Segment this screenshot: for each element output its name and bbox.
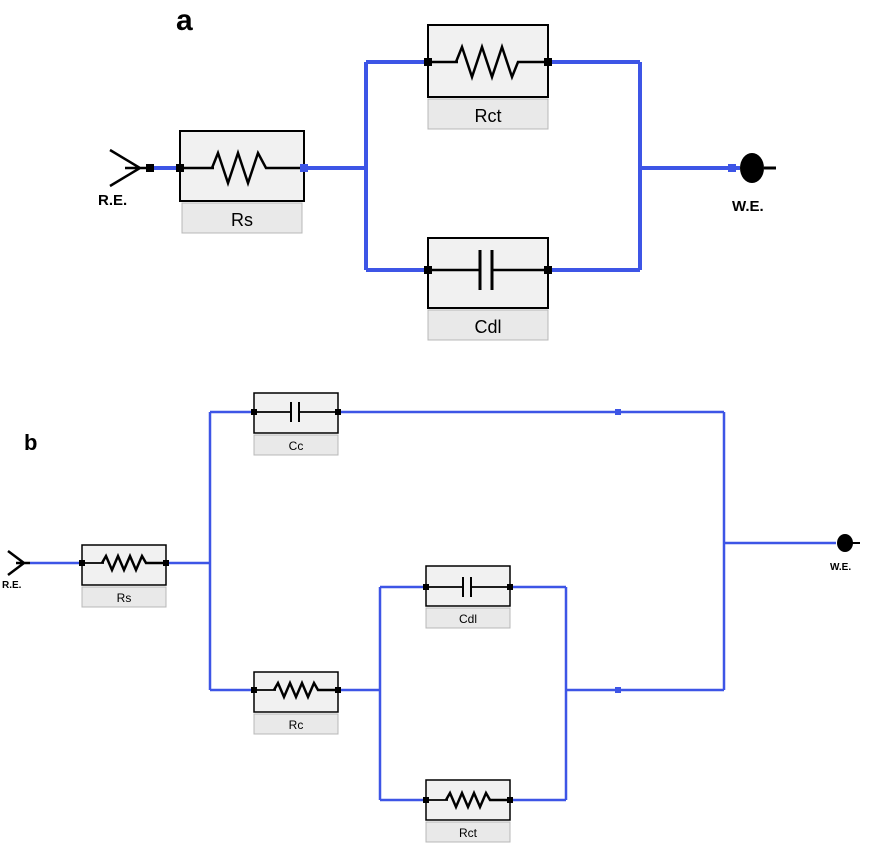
- panel-b-wires: [30, 410, 836, 802]
- panel-b-re-label: R.E.: [2, 580, 22, 591]
- panel-a-cdl-label: Cdl: [474, 317, 501, 337]
- panel-b-rct-label: Rct: [459, 826, 478, 840]
- panel-b-label: b: [24, 430, 37, 455]
- panel-b-cdl-label: Cdl: [459, 612, 477, 626]
- panel-b-rc-label: Rc: [289, 718, 304, 732]
- panel-b-cc-label: Cc: [289, 439, 304, 453]
- panel-a-rs-label: Rs: [231, 210, 253, 230]
- panel-b-cc-capacitor: Cc: [251, 392, 341, 456]
- panel-b-rct-resistor: Rct: [423, 779, 513, 843]
- panel-b-cdl-capacitor: Cdl: [423, 565, 513, 629]
- panel-a-rct-label: Rct: [475, 106, 502, 126]
- panel-b-we-label: W.E.: [830, 562, 851, 573]
- panel-a-working-electrode: W.E.: [728, 153, 776, 215]
- panel-b: b R.E.: [2, 392, 860, 843]
- panel-a-label: a: [176, 4, 193, 37]
- panel-a-reference-electrode: R.E.: [98, 148, 154, 209]
- panel-b-reference-electrode: R.E.: [2, 550, 30, 591]
- panel-a-we-label: W.E.: [732, 198, 764, 215]
- panel-a-re-label: R.E.: [98, 192, 127, 209]
- panel-b-working-electrode: W.E.: [830, 534, 860, 573]
- panel-b-rs-resistor: Rs: [79, 544, 169, 608]
- panel-a-rs-resistor: Rs: [176, 130, 308, 234]
- panel-a-wires: [148, 60, 740, 272]
- panel-b-rs-label: Rs: [117, 591, 132, 605]
- panel-a: a R.E. W.E.: [98, 4, 776, 341]
- panel-b-rc-resistor: Rc: [251, 671, 341, 735]
- panel-a-cdl-capacitor: Cdl: [424, 237, 552, 341]
- panel-a-rct-resistor: Rct: [424, 24, 552, 130]
